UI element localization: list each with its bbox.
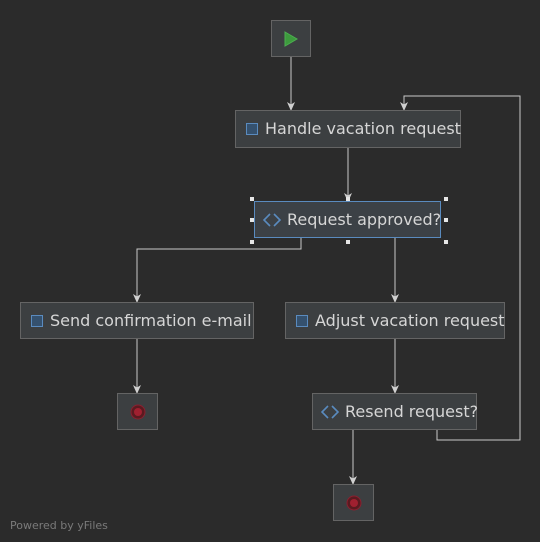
gateway-resend-request[interactable]: Resend request? (312, 393, 479, 430)
stop-icon (346, 495, 361, 510)
selection-handle-sw[interactable] (250, 240, 254, 244)
task-adjust-vacation-request[interactable]: Adjust vacation request (285, 302, 505, 339)
gateway-diamond-icon (321, 404, 339, 419)
watermark: Powered by yFiles (10, 519, 108, 532)
gateway-diamond-icon (263, 212, 281, 227)
selection-handle-se[interactable] (444, 240, 448, 244)
end-event-2[interactable] (333, 484, 374, 521)
gateway-label: Request approved? (287, 209, 442, 229)
task-handle-vacation-request[interactable]: Handle vacation request (235, 110, 461, 148)
stop-icon (130, 404, 145, 419)
end-event-1[interactable] (117, 393, 158, 430)
task-square-icon (31, 314, 43, 327)
selection-handle-nw[interactable] (250, 197, 254, 201)
edge-approved-to-send (133, 238, 302, 303)
task-label: Send confirmation e-mail (50, 310, 252, 330)
gateway-request-approved[interactable]: Request approved? (254, 201, 441, 238)
gateway-label: Resend request? (345, 401, 479, 421)
selection-handle-e[interactable] (444, 218, 448, 222)
task-label: Adjust vacation request (315, 310, 505, 330)
selection-handle-w[interactable] (250, 218, 254, 222)
start-event[interactable] (271, 20, 311, 57)
play-icon (284, 30, 298, 47)
selection-handle-ne[interactable] (444, 197, 448, 201)
task-send-confirmation-email[interactable]: Send confirmation e-mail (20, 302, 254, 339)
task-label: Handle vacation request (265, 119, 461, 138)
task-square-icon (246, 123, 258, 135)
selection-handle-s[interactable] (346, 240, 350, 244)
task-square-icon (296, 314, 308, 327)
selection-handle-n[interactable] (346, 197, 350, 201)
